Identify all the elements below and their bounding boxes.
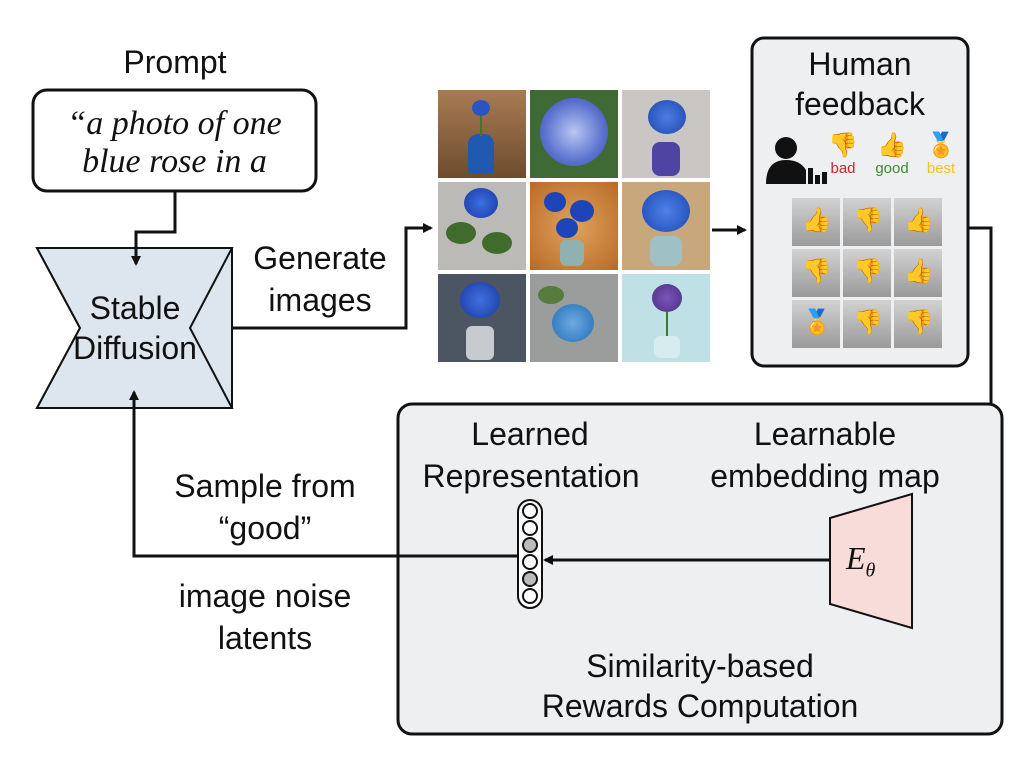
rated-image: 👎 — [843, 249, 891, 297]
rated-image: 👎 — [843, 300, 891, 348]
thumbs-up-icon: 👍 — [802, 207, 832, 234]
representation-label-line1: Learned — [471, 416, 589, 452]
generated-image — [530, 182, 618, 270]
prompt-title: Prompt — [123, 44, 227, 80]
prompt-to-model-arrow — [131, 191, 177, 266]
generate-arrow — [232, 223, 433, 330]
stable-diffusion-outline — [35, 247, 234, 409]
generated-image — [622, 90, 710, 178]
legend-bad: 👎 bad — [820, 132, 866, 188]
sample-arrow — [129, 390, 518, 558]
rewards-title-line2: Rewards Computation — [541, 688, 859, 724]
representation-label-line2: Representation — [422, 458, 640, 494]
generated-image-grid — [438, 90, 710, 368]
model-label-line2: Diffusion — [73, 330, 197, 366]
thumbs-up-icon: 👍 — [904, 207, 934, 234]
embedding-map-shape — [829, 492, 913, 630]
rated-image: 👍 — [894, 198, 942, 246]
generated-image — [438, 90, 526, 178]
prompt-text-line1: “a photo of one — [67, 105, 282, 142]
feedback-image-grid: 👍 👎 👍 👎 👎 👍 🏅 👎 👎 — [792, 198, 942, 348]
rewards-box — [396, 402, 1004, 736]
legend-good: 👍 good — [868, 132, 916, 188]
rewards-title-line1: Similarity-based — [586, 648, 814, 684]
sample-label-line1: Sample from — [174, 468, 356, 504]
rated-image: 👍 — [894, 249, 942, 297]
feedback-title-line1: Human — [808, 46, 912, 82]
thumbs-down-icon: 👎 — [904, 309, 934, 336]
sample-label-line4: latents — [217, 620, 313, 656]
thumbs-up-icon: 👍 — [904, 258, 934, 285]
feedback-title-line2: feedback — [795, 86, 925, 122]
thumbs-up-icon: 👍 — [877, 132, 907, 159]
learned-representation-vector — [517, 499, 543, 609]
sample-label-line2: “good” — [218, 510, 312, 546]
medal-icon: 🏅 — [802, 309, 832, 336]
vector-node — [522, 520, 538, 536]
embedding-label-line2: embedding map — [710, 458, 940, 494]
vector-node — [522, 571, 538, 587]
generated-image — [622, 274, 710, 362]
rated-image: 👎 — [843, 198, 891, 246]
vector-node — [522, 554, 538, 570]
medal-icon: 🏅 — [926, 132, 956, 159]
vector-node — [522, 588, 538, 604]
thumbs-down-icon: 👎 — [853, 309, 883, 336]
generated-image — [438, 274, 526, 362]
embedding-label-line1: Learnable — [753, 416, 897, 452]
rated-image: 👍 — [792, 198, 840, 246]
generated-image — [530, 90, 618, 178]
generated-image — [530, 274, 618, 362]
thumbs-down-icon: 👎 — [802, 258, 832, 285]
embedding-symbol: Eθ — [846, 540, 876, 582]
thumbs-down-icon: 👎 — [853, 207, 883, 234]
generate-label-line2: images — [268, 282, 372, 318]
generate-label-line1: Generate — [253, 240, 387, 276]
model-label-line1: Stable — [89, 290, 181, 326]
vector-node — [522, 537, 538, 553]
legend-best: 🏅 best — [918, 132, 964, 188]
person-icon — [766, 137, 827, 184]
rated-image: 👎 — [792, 249, 840, 297]
thumbs-down-icon: 👎 — [853, 258, 883, 285]
rated-image: 🏅 — [792, 300, 840, 348]
vector-node — [522, 503, 538, 519]
prompt-text-line2: blue rose in a — [82, 143, 267, 180]
feedback-legend: 👎 bad 👍 good 🏅 best — [820, 132, 966, 188]
rated-image: 👎 — [894, 300, 942, 348]
sample-label-line3: image noise — [178, 578, 352, 614]
thumbs-down-icon: 👎 — [828, 132, 858, 159]
generated-image — [622, 182, 710, 270]
generated-image — [438, 182, 526, 270]
